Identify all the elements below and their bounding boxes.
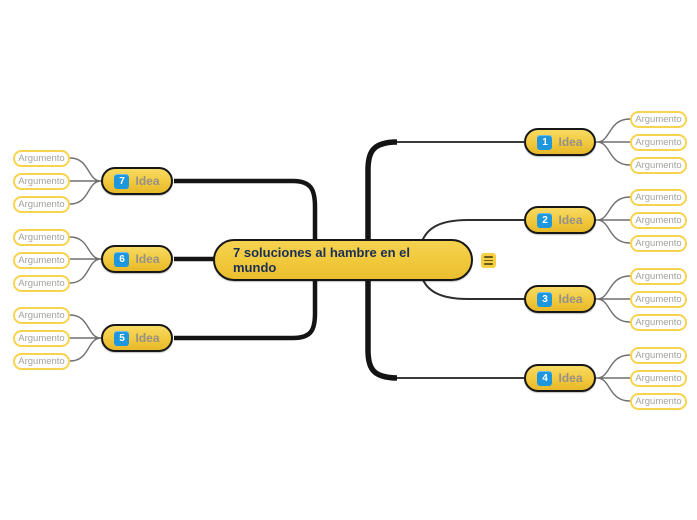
menu-bar <box>484 263 493 265</box>
idea-node-7[interactable]: 7 Idea <box>101 167 173 195</box>
argument-node[interactable]: Argumento <box>13 252 70 269</box>
argument-label: Argumento <box>18 333 65 344</box>
argument-node[interactable]: Argumento <box>13 196 70 213</box>
argument-label: Argumento <box>635 396 682 407</box>
central-topic-title: 7 soluciones al hambre en el mundo <box>233 245 411 275</box>
argument-label: Argumento <box>635 192 682 203</box>
node-menu-icon[interactable] <box>481 253 496 268</box>
menu-bar <box>484 259 493 262</box>
argument-label: Argumento <box>635 271 682 282</box>
central-topic-node[interactable]: 7 soluciones al hambre en el mundo <box>213 239 473 281</box>
argument-node[interactable]: Argumento <box>13 173 70 190</box>
idea-node-6[interactable]: 6 Idea <box>101 245 173 273</box>
argument-brace-idea6 <box>69 236 102 284</box>
argument-label: Argumento <box>18 232 65 243</box>
argument-label: Argumento <box>635 294 682 305</box>
argument-label: Argumento <box>18 310 65 321</box>
idea-label: Idea <box>135 174 160 188</box>
argument-label: Argumento <box>18 356 65 367</box>
idea-label: Idea <box>558 292 583 306</box>
idea-label: Idea <box>135 331 160 345</box>
argument-node[interactable]: Argumento <box>630 134 687 151</box>
argument-brace-idea5 <box>69 314 102 362</box>
argument-node[interactable]: Argumento <box>13 150 70 167</box>
argument-label: Argumento <box>18 255 65 266</box>
argument-node[interactable]: Argumento <box>13 275 70 292</box>
idea-label: Idea <box>558 371 583 385</box>
argument-label: Argumento <box>635 350 682 361</box>
argument-label: Argumento <box>18 153 65 164</box>
argument-node[interactable]: Argumento <box>13 307 70 324</box>
idea-node-5[interactable]: 5 Idea <box>101 324 173 352</box>
argument-node[interactable]: Argumento <box>13 353 70 370</box>
argument-node[interactable]: Argumento <box>630 268 687 285</box>
idea-label: Idea <box>135 252 160 266</box>
idea-label: Idea <box>558 135 583 149</box>
argument-label: Argumento <box>18 278 65 289</box>
idea-number-badge: 1 <box>537 134 553 150</box>
idea-node-3[interactable]: 3 Idea <box>524 285 596 313</box>
idea-label: Idea <box>558 213 583 227</box>
idea-node-4[interactable]: 4 Idea <box>524 364 596 392</box>
argument-node[interactable]: Argumento <box>630 157 687 174</box>
argument-label: Argumento <box>18 199 65 210</box>
argument-label: Argumento <box>635 114 682 125</box>
argument-node[interactable]: Argumento <box>630 314 687 331</box>
idea-number-badge: 2 <box>537 212 553 228</box>
argument-label: Argumento <box>635 137 682 148</box>
argument-label: Argumento <box>635 160 682 171</box>
idea-number-badge: 4 <box>537 370 553 386</box>
argument-node[interactable]: Argumento <box>630 291 687 308</box>
idea-node-2[interactable]: 2 Idea <box>524 206 596 234</box>
argument-label: Argumento <box>635 373 682 384</box>
argument-node[interactable]: Argumento <box>630 347 687 364</box>
idea-number-badge: 5 <box>114 330 130 346</box>
argument-node[interactable]: Argumento <box>630 393 687 410</box>
argument-node[interactable]: Argumento <box>630 235 687 252</box>
idea-node-1[interactable]: 1 Idea <box>524 128 596 156</box>
argument-label: Argumento <box>635 215 682 226</box>
argument-node[interactable]: Argumento <box>630 370 687 387</box>
idea-number-badge: 6 <box>114 251 130 267</box>
argument-brace-idea4 <box>596 354 631 402</box>
argument-node[interactable]: Argumento <box>630 111 687 128</box>
menu-bar <box>484 256 493 258</box>
argument-node[interactable]: Argumento <box>630 189 687 206</box>
argument-node[interactable]: Argumento <box>630 212 687 229</box>
argument-label: Argumento <box>635 317 682 328</box>
argument-node[interactable]: Argumento <box>13 229 70 246</box>
argument-brace-idea2 <box>596 196 631 244</box>
idea-number-badge: 3 <box>537 291 553 307</box>
argument-label: Argumento <box>18 176 65 187</box>
argument-node[interactable]: Argumento <box>13 330 70 347</box>
argument-brace-idea7 <box>69 157 102 205</box>
idea-number-badge: 7 <box>114 173 130 189</box>
argument-label: Argumento <box>635 238 682 249</box>
argument-brace-idea3 <box>596 275 631 323</box>
argument-brace-idea1 <box>596 118 631 166</box>
